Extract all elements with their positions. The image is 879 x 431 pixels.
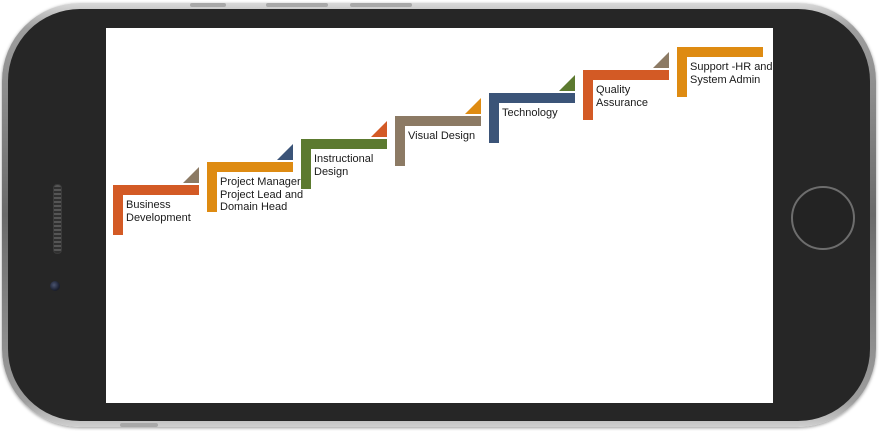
step-4-label: Visual Design [408, 130, 476, 142]
step-4-stem [395, 116, 405, 166]
step-1-stem [113, 185, 123, 235]
step-3-stem [301, 139, 311, 189]
screen: Business Development Project Manager, Pro… [106, 28, 773, 403]
step-7-top-bar [677, 47, 763, 57]
step-2-top-bar [207, 162, 293, 172]
step-4-top-bar [395, 116, 481, 126]
step-6-triangle [653, 52, 669, 68]
silent-switch [190, 3, 226, 7]
step-1-triangle [183, 167, 199, 183]
step-3-triangle [371, 121, 387, 137]
home-button[interactable] [791, 186, 855, 250]
step-7-stem [677, 47, 687, 97]
step-2-label: Project Manager, Project Lead and Domain… [220, 176, 304, 213]
speaker-grille [53, 184, 62, 254]
volume-down-button [350, 3, 412, 7]
step-6-stem [583, 70, 593, 120]
step-1-label: Business Development [126, 199, 191, 224]
step-3-label: Instructional Design [314, 153, 374, 178]
volume-up-button [266, 3, 328, 7]
step-5-top-bar [489, 93, 575, 103]
step-1-top-bar [113, 185, 199, 195]
camera-icon [50, 281, 60, 291]
step-5-triangle [559, 75, 575, 91]
step-2-triangle [277, 144, 293, 160]
step-4-triangle [465, 98, 481, 114]
step-5-label: Technology [502, 107, 558, 119]
step-6-top-bar [583, 70, 669, 80]
step-5-stem [489, 93, 499, 143]
step-2-stem [207, 162, 217, 212]
step-7-label: Support -HR and System Admin [690, 61, 773, 86]
side-button [120, 423, 158, 427]
step-3-top-bar [301, 139, 387, 149]
step-6-label: Quality Assurance [596, 84, 648, 109]
